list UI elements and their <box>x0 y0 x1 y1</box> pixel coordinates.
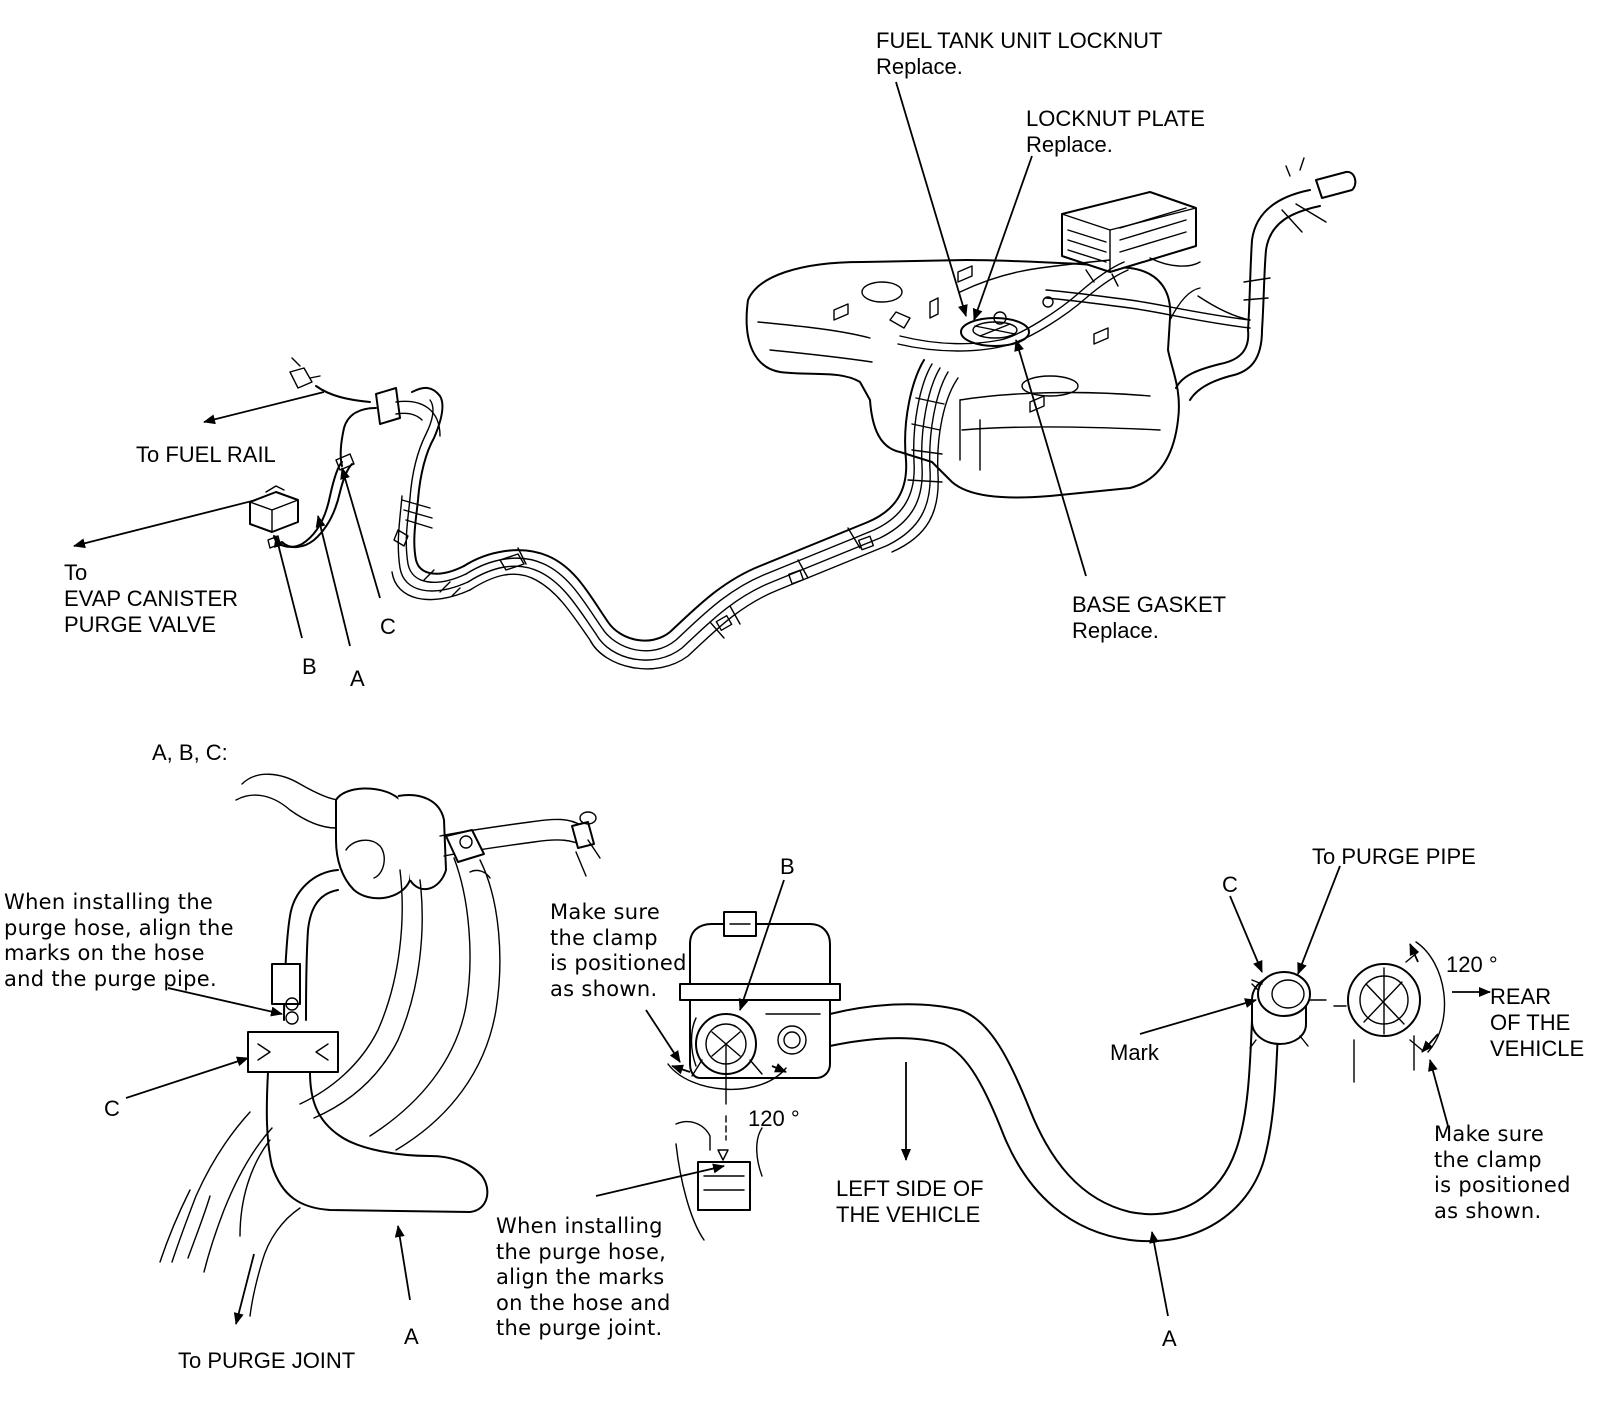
plate-callout: LOCKNUT PLATE Replace. <box>1026 106 1205 158</box>
plate-note: Replace. <box>1026 132 1113 157</box>
angle-right-label: 120 ° <box>1446 952 1498 977</box>
detail-heading: A, B, C: <box>152 740 228 765</box>
align-joint-line-1: When installing <box>496 1214 663 1238</box>
align-joint-note: When installing the purge hose, align th… <box>496 1214 671 1342</box>
callout-c-top: C <box>380 614 396 639</box>
clamp-left-line-2: the clamp <box>550 925 658 950</box>
callout-a-left: A <box>404 1324 419 1349</box>
align-pipe-line-3: marks on the hose <box>4 941 205 965</box>
callout-c-left: C <box>104 1096 120 1121</box>
callout-b-center: B <box>780 854 795 879</box>
to-purge-joint-label: To PURGE JOINT <box>178 1348 356 1373</box>
to-fuel-rail-label: To FUEL RAIL <box>136 442 276 467</box>
align-pipe-note: When installing the purge hose, align th… <box>4 890 234 992</box>
callout-c-right: C <box>1222 872 1238 897</box>
clamp-right-line-1: Make sure <box>1434 1122 1545 1146</box>
clamp-right-line-2: the clamp <box>1434 1147 1542 1172</box>
detail-purge-pipe-joint <box>1249 941 1446 1083</box>
fuel-line-bundle <box>463 359 959 670</box>
left-side-line-2: THE VEHICLE <box>836 1202 981 1227</box>
to-evap-line-1: To <box>64 560 88 585</box>
align-joint-line-3: align the marks <box>496 1265 665 1289</box>
to-evap-line-2: EVAP CANISTER <box>64 586 239 611</box>
clamp-left-line-1: Make sure <box>550 900 661 924</box>
detail-right-leaders <box>1139 865 1491 1127</box>
detail-purge-pipe <box>159 773 601 1317</box>
tank-vent-lines <box>889 259 1251 352</box>
gasket-title: BASE GASKET <box>1072 592 1227 617</box>
align-pipe-line-4: and the purge pipe. <box>4 966 217 991</box>
supply-lines <box>391 386 471 601</box>
rear-vehicle-line-1: REAR <box>1490 984 1552 1009</box>
angle-left-label: 120 ° <box>748 1106 800 1131</box>
detail-center-leaders <box>595 879 1169 1317</box>
rear-vehicle-label: REAR OF THE VEHICLE <box>1490 984 1584 1062</box>
locknut-callout: FUEL TANK UNIT LOCKNUT Replace. <box>876 28 1162 80</box>
align-joint-line-4: on the hose and <box>496 1290 671 1315</box>
to-evap-callout: To EVAP CANISTER PURGE VALVE <box>64 560 238 638</box>
evap-canister <box>1061 191 1201 273</box>
to-evap-line-3: PURGE VALVE <box>64 612 217 637</box>
fuel-pump-unit <box>960 311 1030 347</box>
fuel-tank <box>745 259 1201 499</box>
gasket-callout: BASE GASKET Replace. <box>1072 592 1226 644</box>
rear-vehicle-line-3: VEHICLE <box>1490 1036 1585 1061</box>
align-joint-line-5: the purge joint. <box>496 1316 663 1340</box>
locknut-note: Replace. <box>876 54 963 79</box>
fuel-filter-joint <box>289 357 441 467</box>
align-pipe-line-1: When installing the <box>4 890 214 914</box>
left-side-line-1: LEFT SIDE OF <box>836 1176 984 1201</box>
top-leaders <box>73 81 1087 647</box>
plate-title: LOCKNUT PLATE <box>1026 106 1205 131</box>
left-side-label: LEFT SIDE OF THE VEHICLE <box>836 1176 984 1228</box>
clamp-note-right: Make sure the clamp is positioned as sho… <box>1434 1122 1571 1224</box>
detail-left-leaders <box>125 987 411 1325</box>
clamp-left-line-3: is positioned <box>550 951 687 975</box>
rear-vehicle-line-2: OF THE <box>1490 1010 1571 1035</box>
locknut-title: FUEL TANK UNIT LOCKNUT <box>876 28 1163 53</box>
callout-a-center: A <box>1162 1326 1177 1351</box>
clamp-right-line-4: as shown. <box>1434 1198 1542 1223</box>
filler-neck <box>1175 157 1357 401</box>
clamp-right-line-3: is positioned <box>1434 1173 1571 1197</box>
purge-hose-a <box>249 453 355 549</box>
detail-purge-valve <box>667 911 1279 1243</box>
mark-label: Mark <box>1110 1040 1159 1065</box>
clamp-left-line-4: as shown. <box>550 976 658 1001</box>
clamp-note-left: Make sure the clamp is positioned as sho… <box>550 900 687 1002</box>
align-pipe-line-2: purge hose, align the <box>4 915 234 940</box>
to-purge-pipe-label: To PURGE PIPE <box>1312 844 1476 869</box>
align-joint-line-2: the purge hose, <box>496 1239 667 1264</box>
callout-a-top: A <box>350 666 365 691</box>
gasket-note: Replace. <box>1072 618 1159 643</box>
callout-b-top: B <box>302 654 317 679</box>
